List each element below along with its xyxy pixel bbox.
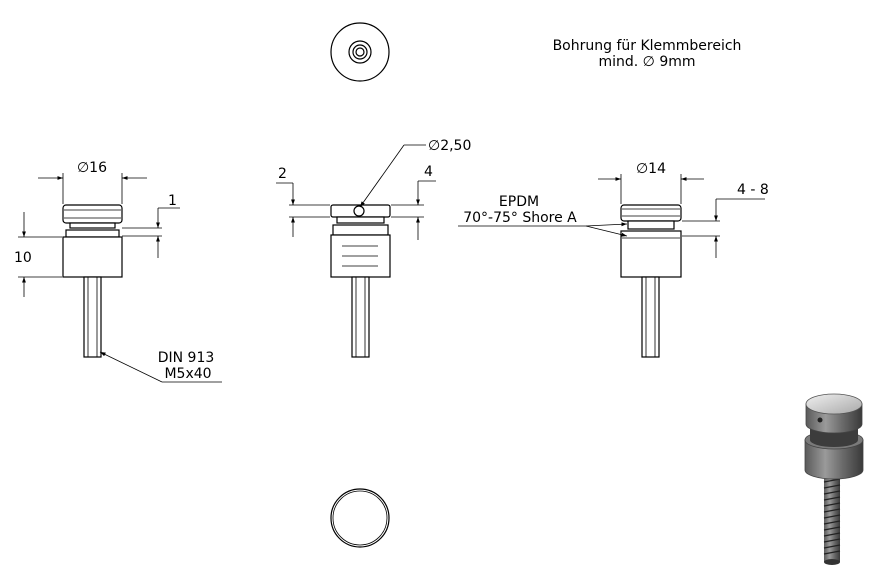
seal-material-line2: 70°-75° Shore A bbox=[463, 210, 577, 226]
left-diameter-label: ∅16 bbox=[77, 160, 107, 176]
product-3d-render bbox=[804, 393, 864, 565]
screw-spec-line1: DIN 913 bbox=[158, 350, 215, 366]
right-range-label: 4 - 8 bbox=[737, 182, 769, 198]
right-diameter-label: ∅14 bbox=[636, 161, 666, 177]
seal-material-line1: EPDM bbox=[499, 194, 539, 210]
drill-note-line1: Bohrung für Klemmbereich bbox=[553, 38, 742, 54]
right-side-view bbox=[458, 174, 765, 358]
left-gap-label: 1 bbox=[168, 193, 177, 209]
top-view bbox=[330, 22, 390, 82]
drill-note-line2: mind. ∅ 9mm bbox=[598, 54, 695, 70]
left-height-label: 10 bbox=[14, 250, 32, 266]
screw-leader bbox=[99, 351, 222, 383]
middle-top-dim-label: 2 bbox=[278, 166, 287, 182]
left-height-dimension bbox=[18, 212, 62, 297]
middle-side-view bbox=[276, 144, 436, 358]
screw-spec-line2: M5x40 bbox=[164, 366, 211, 382]
bottom-view bbox=[330, 488, 390, 548]
middle-right-dim-label: 4 bbox=[424, 164, 433, 180]
left-gap-dimension bbox=[122, 207, 180, 258]
hole-diameter-label: ∅2,50 bbox=[428, 138, 471, 154]
left-side-view bbox=[38, 173, 147, 358]
